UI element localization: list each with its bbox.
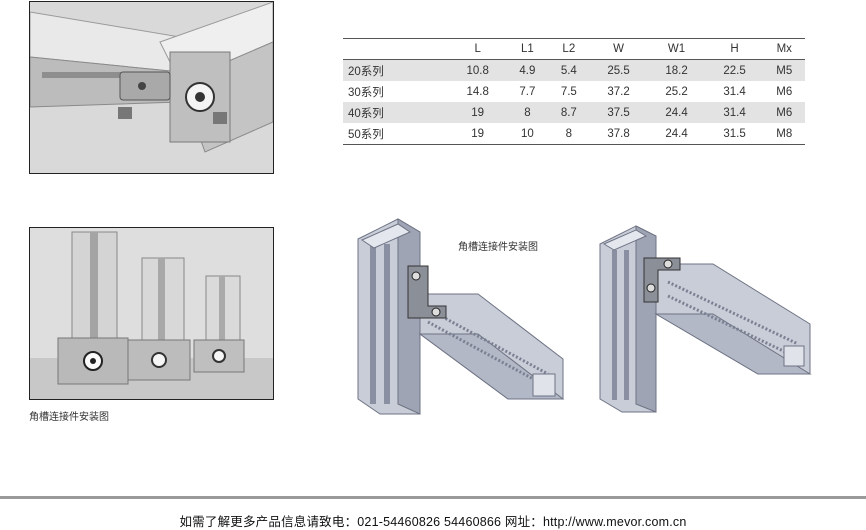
installation-diagram-right: [598, 214, 818, 419]
column-header: L: [474, 43, 481, 55]
corner-bracket-diagram-a: [357, 218, 565, 415]
table-cell: 4.9: [519, 64, 536, 77]
profile-sizes-illustration: [30, 228, 273, 399]
table-cell: M8: [776, 127, 793, 140]
table-cell: 37.2: [607, 85, 630, 98]
table-cell: 10.8: [466, 64, 489, 77]
table-header-row: L L1 L2 W W1 H Mx: [343, 38, 805, 60]
installation-diagram-left: [348, 214, 573, 424]
table-cell: 19: [471, 106, 485, 119]
profile-joint-illustration: [30, 2, 273, 173]
table-cell: 8.7: [560, 106, 577, 119]
table-cell: 7.5: [560, 85, 577, 98]
series-cell: 30系列: [348, 86, 384, 99]
table-cell: M6: [776, 106, 793, 119]
footer-divider: [0, 496, 866, 499]
table-cell: M5: [776, 64, 793, 77]
series-cell: 40系列: [348, 107, 384, 120]
table-cell: 18.2: [665, 64, 688, 77]
series-cell: 20系列: [348, 65, 384, 78]
column-header: W1: [667, 43, 686, 55]
corner-bracket-diagram-b: [599, 225, 812, 413]
table-cell: 5.4: [560, 64, 577, 77]
profile-sizes-photo: [29, 227, 274, 400]
series-cell: 50系列: [348, 128, 384, 141]
column-header: Mx: [776, 43, 792, 55]
table-cell: 8: [524, 106, 531, 119]
column-header: L2: [562, 43, 576, 55]
table-cell: 25.2: [665, 85, 688, 98]
profile-joint-photo: [29, 1, 274, 174]
table-cell: M6: [776, 85, 793, 98]
table-cell: 31.5: [723, 127, 746, 140]
table-cell: 37.5: [607, 106, 630, 119]
table-row: 40系列 19 8 8.7 37.5 24.4 31.4 M6: [343, 102, 805, 123]
table-cell: 37.8: [607, 127, 630, 140]
column-header: L1: [520, 43, 534, 55]
footer-contact-info: 如需了解更多产品信息请致电：021-54460826 54460866 网址：h…: [179, 515, 687, 529]
table-cell: 25.5: [607, 64, 630, 77]
table-row: 20系列 10.8 4.9 5.4 25.5 18.2 22.5 M5: [343, 59, 805, 81]
table-row: 50系列 19 10 8 37.8 24.4 31.5 M8: [343, 123, 805, 145]
table-cell: 24.4: [665, 127, 688, 140]
table-cell: 24.4: [665, 106, 688, 119]
table-cell: 31.4: [723, 85, 746, 98]
spec-table: L L1 L2 W W1 H Mx 20系列 10.8 4.9 5.4 25.5…: [343, 38, 805, 145]
photo-caption: 角槽连接件安装图: [29, 412, 109, 423]
table-cell: 14.8: [466, 85, 489, 98]
table-cell: 22.5: [723, 64, 746, 77]
diagram-caption: 角槽连接件安装图: [458, 242, 538, 253]
table-cell: 10: [520, 127, 534, 140]
table-cell: 19: [471, 127, 485, 140]
table-cell: 7.7: [519, 85, 536, 98]
table-row: 30系列 14.8 7.7 7.5 37.2 25.2 31.4 M6: [343, 81, 805, 102]
table-cell: 31.4: [723, 106, 746, 119]
table-cell: 8: [565, 127, 573, 140]
column-header: H: [730, 43, 739, 55]
column-header: [343, 39, 449, 60]
column-header: W: [613, 43, 624, 55]
